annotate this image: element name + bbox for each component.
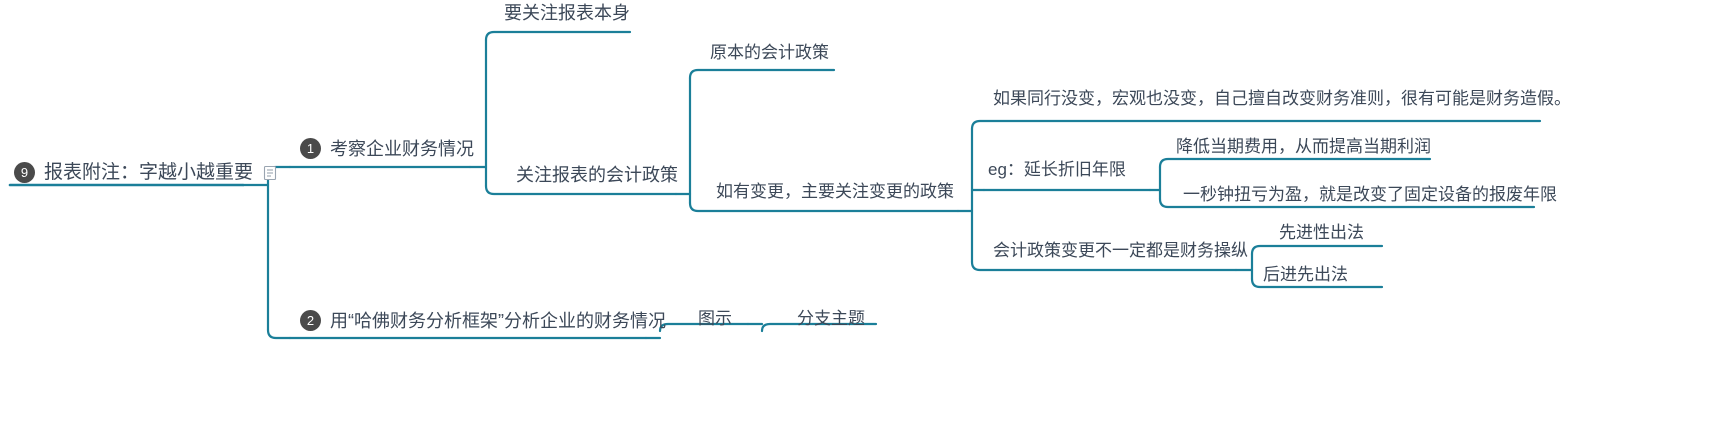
node-lifo[interactable]: 后进先出法 [1263,266,1348,283]
node-lower-expense[interactable]: 降低当期费用，从而提高当期利润 [1176,138,1431,155]
node-turn-profit[interactable]: 一秒钟扭亏为盈，就是改变了固定设备的报废年限 [1183,186,1557,203]
node-fraud-warning-label: 如果同行没变，宏观也没变，自己擅自改变财务准则，很有可能是财务造假。 [993,89,1571,108]
node-fraud-warning[interactable]: 如果同行没变，宏观也没变，自己擅自改变财务准则，很有可能是财务造假。 [993,90,1571,107]
node-report-itself-label: 要关注报表本身 [504,3,630,23]
node-not-manipulation-label: 会计政策变更不一定都是财务操纵 [993,241,1248,260]
branch-1-label: 考察企业财务情况 [330,138,474,159]
node-policy-change-label: 如有变更，主要关注变更的政策 [716,182,954,201]
node-policy-change[interactable]: 如有变更，主要关注变更的政策 [716,183,954,200]
node-fifo-label: 先进性出法 [1279,223,1364,242]
branch-node-1[interactable]: 1 考察企业财务情况 [300,138,474,159]
node-lower-expense-label: 降低当期费用，从而提高当期利润 [1176,137,1431,156]
node-original-policy-label: 原本的会计政策 [710,43,829,62]
node-diagram[interactable]: 图示 [698,310,732,327]
node-subtopic[interactable]: 分支主题 [797,310,865,327]
node-subtopic-label: 分支主题 [797,309,865,328]
branch-1-badge: 1 [300,138,321,159]
node-fifo[interactable]: 先进性出法 [1279,224,1364,241]
node-eg-depreciation[interactable]: eg：延长折旧年限 [988,161,1126,178]
root-label: 报表附注：字越小越重要 [44,162,254,183]
node-report-itself[interactable]: 要关注报表本身 [504,4,630,22]
branch-2-label: 用“哈佛财务分析框架”分析企业的财务情况 [330,310,666,331]
node-eg-depreciation-label: eg：延长折旧年限 [988,160,1126,179]
branch-node-2[interactable]: 2 用“哈佛财务分析框架”分析企业的财务情况 [300,310,666,331]
node-accounting-policy[interactable]: 关注报表的会计政策 [516,166,678,184]
root-badge: 9 [14,162,35,183]
node-original-policy[interactable]: 原本的会计政策 [710,44,829,61]
node-diagram-label: 图示 [698,309,732,328]
root-node[interactable]: 9 报表附注：字越小越重要 [14,162,278,183]
node-not-manipulation[interactable]: 会计政策变更不一定都是财务操纵 [993,242,1248,259]
node-accounting-policy-label: 关注报表的会计政策 [516,165,678,185]
note-icon[interactable] [262,165,278,181]
branch-2-badge: 2 [300,310,321,331]
node-turn-profit-label: 一秒钟扭亏为盈，就是改变了固定设备的报废年限 [1183,185,1557,204]
node-lifo-label: 后进先出法 [1263,265,1348,284]
